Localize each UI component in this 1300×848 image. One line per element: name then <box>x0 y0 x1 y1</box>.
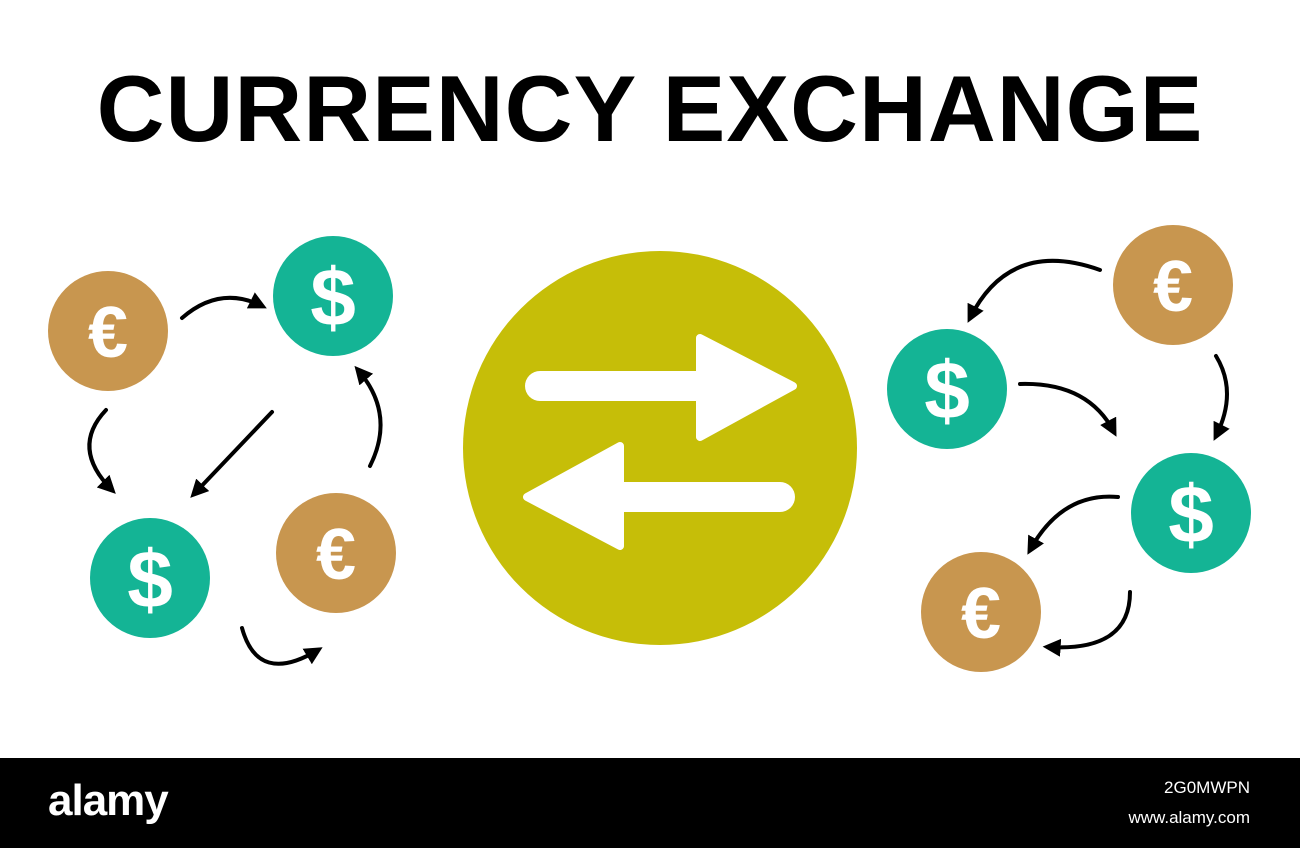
curved-arrow-icon <box>240 626 323 666</box>
footer-bar: alamy 2G0MWPN www.alamy.com <box>0 758 1300 848</box>
curved-arrow-icon <box>1027 494 1120 555</box>
svg-text:€: € <box>961 574 1001 654</box>
curved-arrow-icon <box>1018 381 1117 437</box>
curved-arrow-icon <box>87 408 116 494</box>
curved-arrow-icon <box>190 410 274 498</box>
curved-arrow-icon <box>1042 590 1132 657</box>
site-url[interactable]: www.alamy.com <box>1128 808 1250 827</box>
dollar-coin-icon: $ <box>273 236 393 356</box>
svg-text:$: $ <box>1168 470 1214 561</box>
euro-coin-icon: € <box>921 552 1041 672</box>
curved-arrow-icon <box>354 365 383 468</box>
dollar-coin-icon: $ <box>90 518 210 638</box>
euro-coin-icon: € <box>1113 225 1233 345</box>
curved-arrow-icon <box>1213 354 1230 441</box>
dollar-coin-icon: $ <box>1131 453 1251 573</box>
curved-arrow-icon <box>967 258 1102 323</box>
svg-text:€: € <box>88 293 128 373</box>
svg-text:$: $ <box>127 535 173 626</box>
svg-text:€: € <box>316 515 356 595</box>
brand-logo[interactable]: alamy <box>48 776 169 825</box>
page-title: CURRENCY EXCHANGE <box>96 56 1204 161</box>
illustration: € $ $ € € $ $ € <box>48 225 1251 672</box>
image-id: 2G0MWPN <box>1164 778 1250 797</box>
euro-coin-icon: € <box>276 493 396 613</box>
curved-arrow-icon <box>180 292 267 320</box>
svg-text:$: $ <box>310 253 356 344</box>
svg-text:€: € <box>1153 247 1193 327</box>
euro-coin-icon: € <box>48 271 168 391</box>
svg-text:$: $ <box>924 346 970 437</box>
exchange-arrows-icon <box>463 251 857 645</box>
dollar-coin-icon: $ <box>887 329 1007 449</box>
